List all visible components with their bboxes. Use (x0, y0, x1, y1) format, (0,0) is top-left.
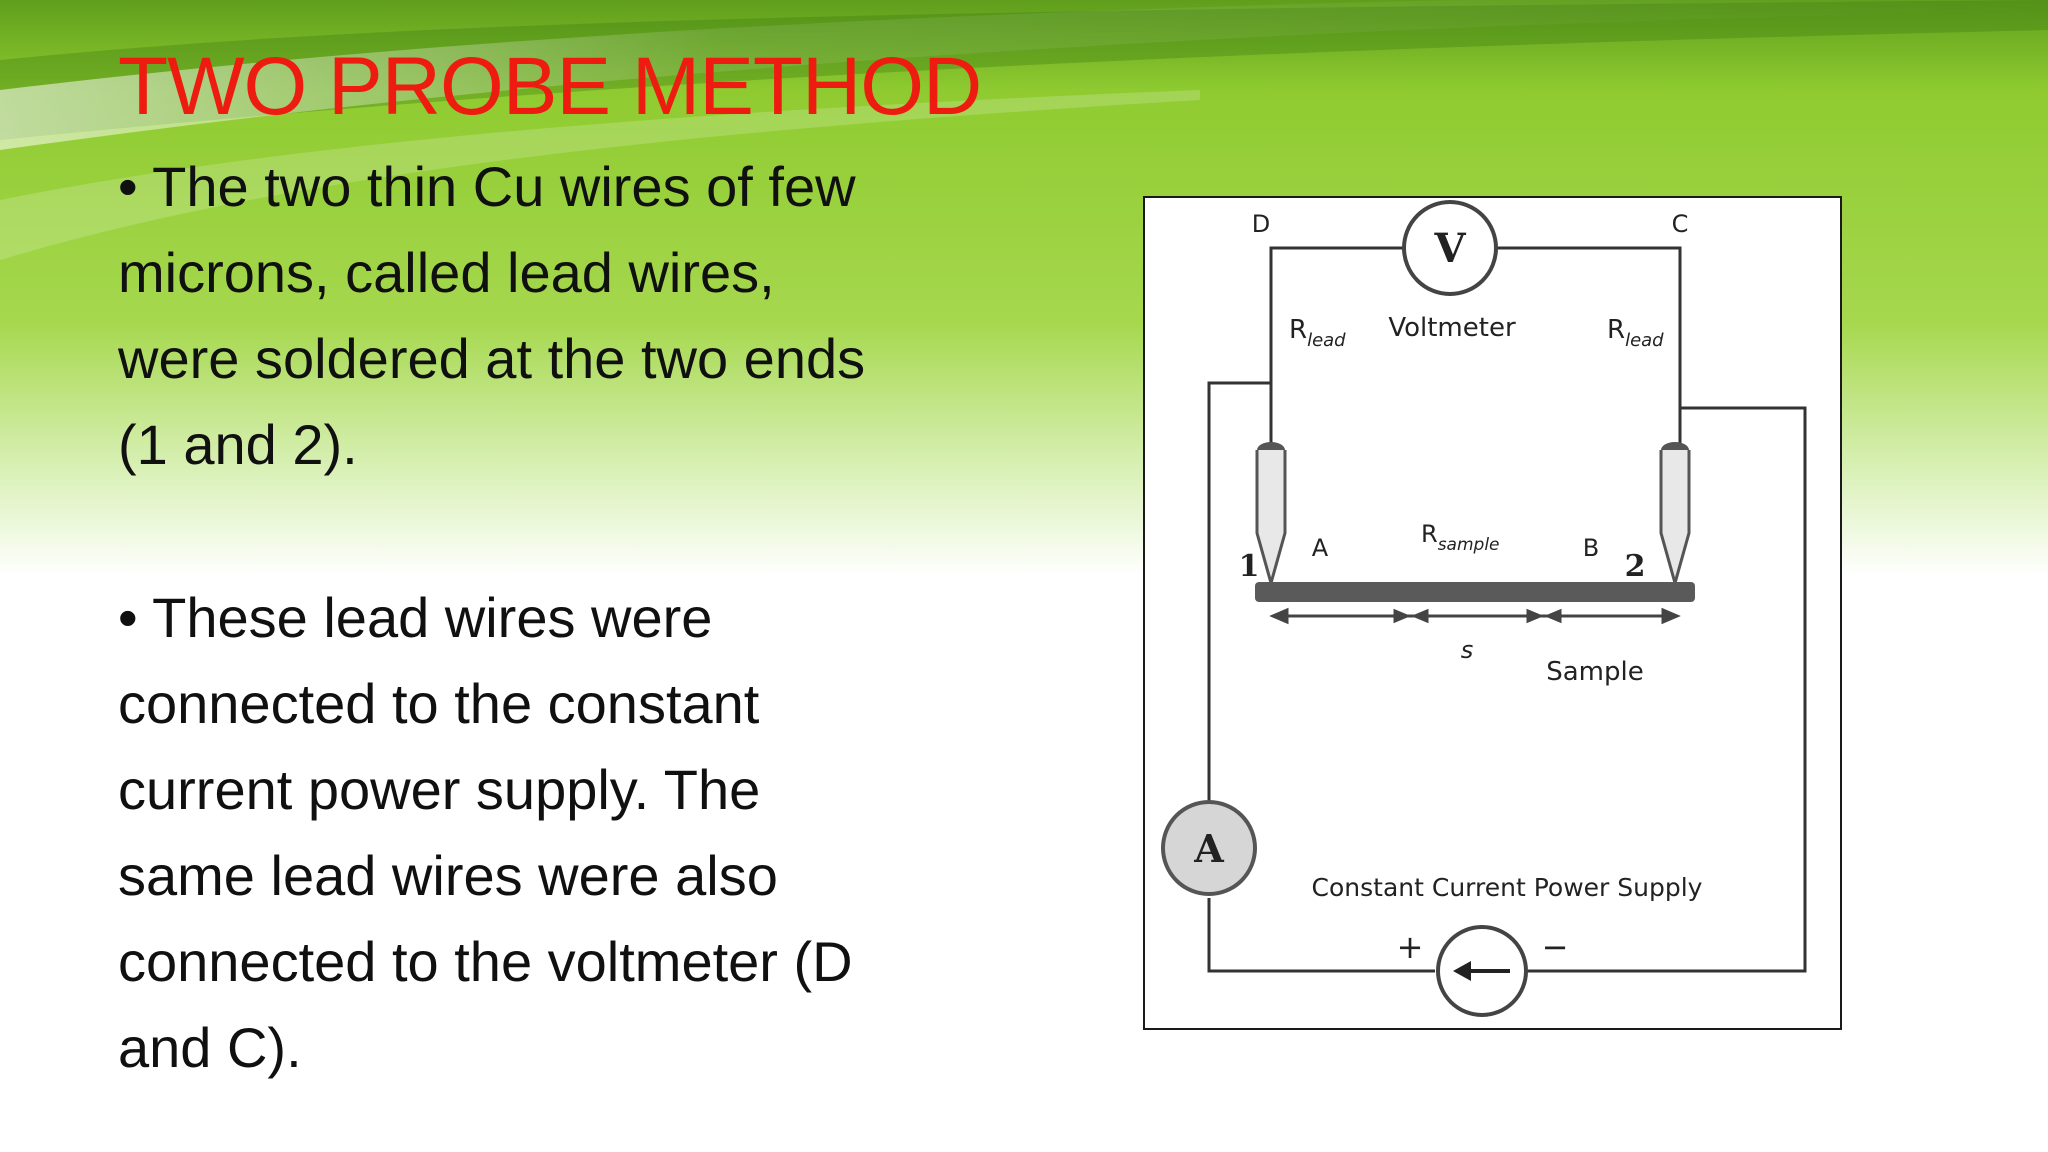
plus-sign: + (1397, 928, 1424, 966)
r-lead-left-label: Rlead (1289, 315, 1346, 351)
r-sample-label: Rsample (1421, 520, 1500, 555)
minus-sign: − (1542, 928, 1569, 966)
bullet-lead-wires: • The two thin Cu wires of few microns, … (118, 155, 866, 476)
ammeter-symbol: A (1193, 826, 1224, 871)
circuit-wires (1207, 246, 1807, 973)
spacing-label: s (1461, 636, 1474, 664)
probe-left-icon (1255, 442, 1287, 589)
ammeter-icon (1161, 800, 1257, 896)
voltmeter-icon (1402, 200, 1498, 296)
voltmeter-symbol: V (1433, 225, 1466, 272)
spacing-arrows (1269, 607, 1681, 625)
probe-1-label: 1 (1239, 549, 1260, 584)
power-supply-label: Constant Current Power Supply (1312, 873, 1703, 902)
node-c-label: C (1672, 210, 1689, 238)
node-d-label: D (1252, 210, 1270, 238)
r-lead-right-label: Rlead (1607, 315, 1664, 351)
probe-right-icon (1659, 442, 1691, 589)
bullet-connections: • These lead wires were connected to the… (118, 586, 853, 1079)
point-b-label: B (1583, 534, 1599, 562)
probe-2-label: 2 (1625, 549, 1646, 584)
sample-bar (1255, 582, 1695, 602)
slide-title: TWO PROBE METHOD (118, 41, 982, 132)
current-source-icon (1436, 925, 1528, 1017)
voltmeter-label: Voltmeter (1388, 313, 1516, 343)
two-probe-circuit-diagram: V D C Rlead Rlead Voltmeter 1 2 A B Rsam… (1143, 196, 1842, 1030)
point-a-label: A (1312, 534, 1329, 562)
sample-label: Sample (1546, 657, 1644, 687)
